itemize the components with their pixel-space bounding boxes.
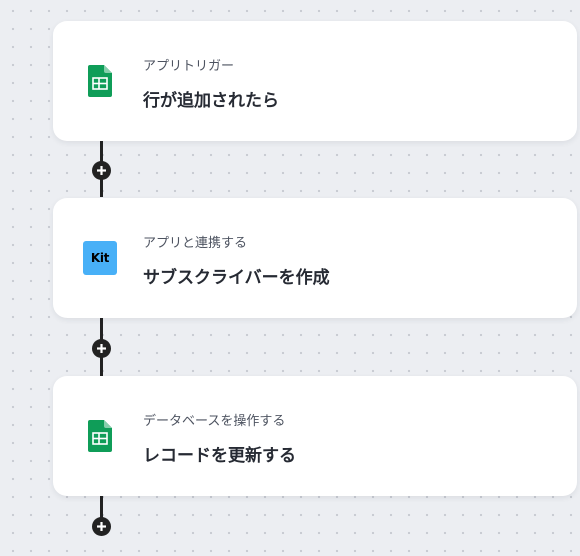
- add-step-button[interactable]: [92, 517, 111, 536]
- plus-icon: [97, 522, 106, 531]
- google-sheets-icon: [83, 64, 117, 98]
- step-type-label: アプリと連携する: [143, 236, 248, 251]
- step-card-trigger[interactable]: アプリトリガー 行が追加されたら: [53, 21, 577, 141]
- add-step-button[interactable]: [92, 339, 111, 358]
- plus-icon: [97, 344, 106, 353]
- step-title: サブスクライバーを作成: [143, 268, 330, 288]
- kit-logo-icon: Kit: [83, 241, 117, 275]
- google-sheets-icon: [83, 419, 117, 453]
- step-card-app-action[interactable]: Kit アプリと連携する サブスクライバーを作成: [53, 198, 577, 318]
- step-title: 行が追加されたら: [143, 91, 279, 111]
- step-title: レコードを更新する: [143, 446, 296, 466]
- step-type-label: データベースを操作する: [143, 414, 286, 429]
- plus-icon: [97, 166, 106, 175]
- step-type-label: アプリトリガー: [143, 59, 235, 74]
- step-card-database[interactable]: データベースを操作する レコードを更新する: [53, 376, 577, 496]
- connector-line: [100, 496, 103, 526]
- add-step-button[interactable]: [92, 161, 111, 180]
